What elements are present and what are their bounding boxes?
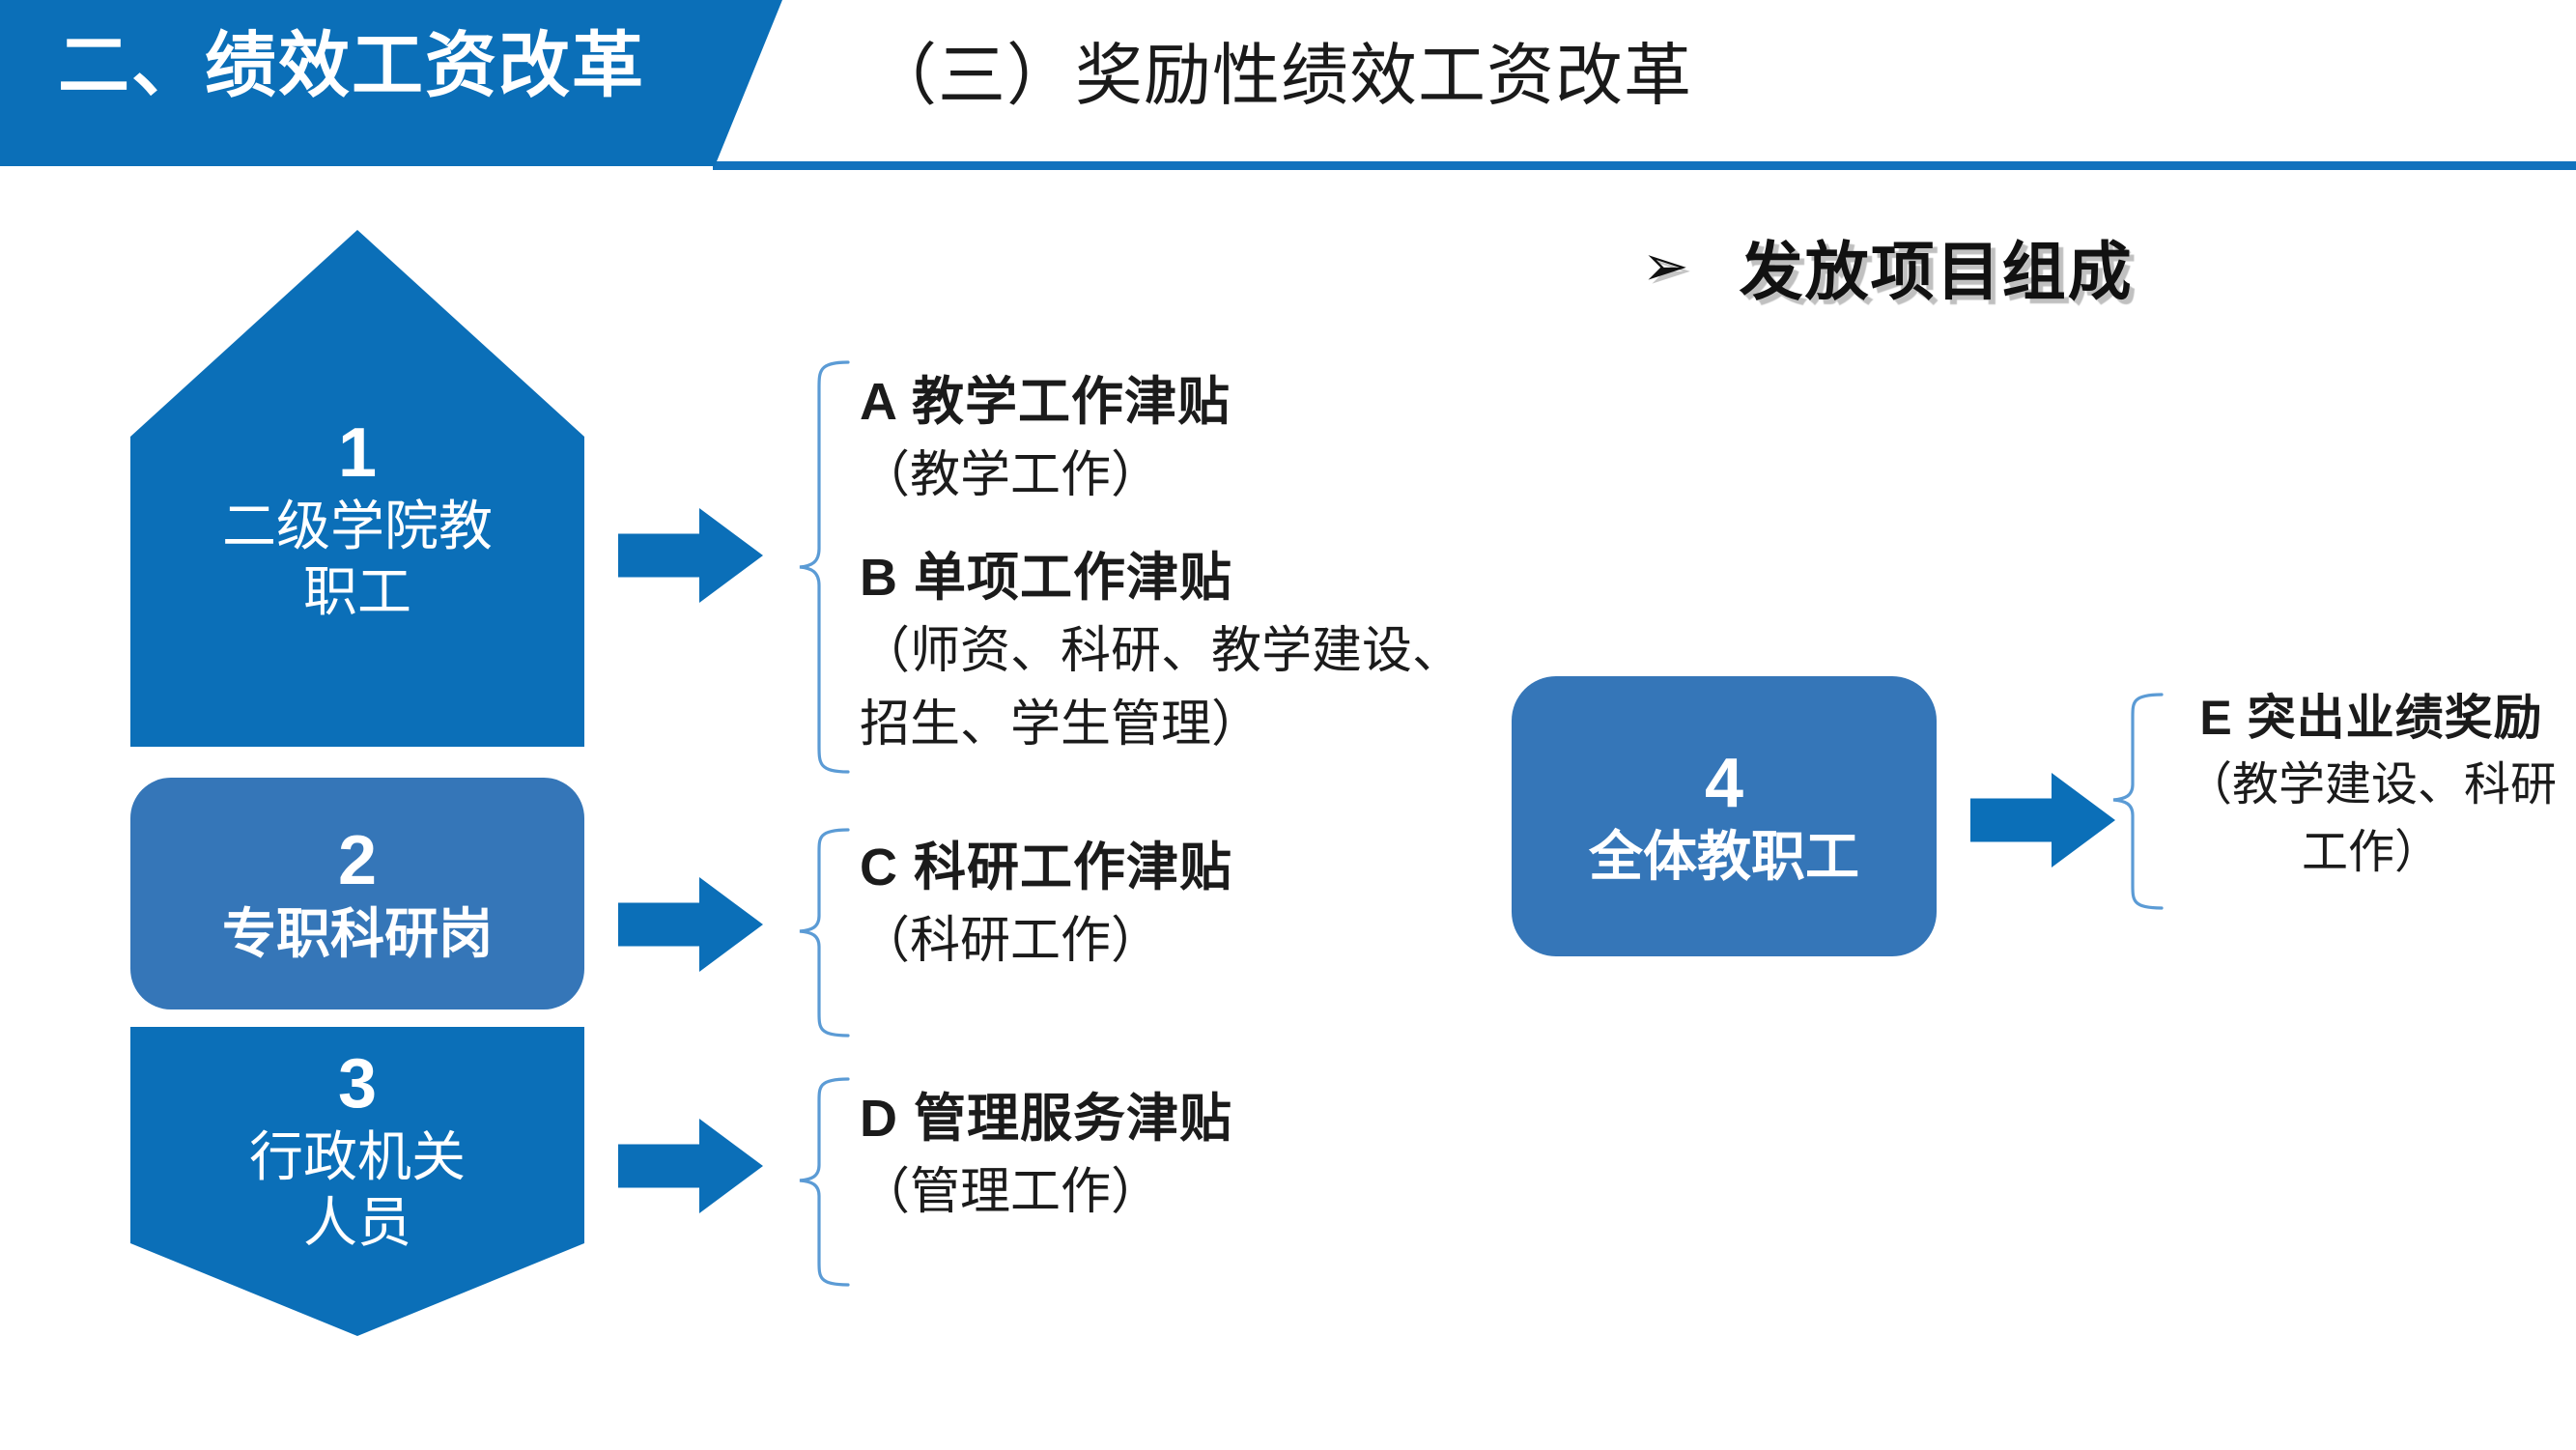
stage-shape-1[interactable]: 1 二级学院教 职工 (130, 230, 584, 747)
arrow-stage2-to-c-icon (618, 877, 763, 972)
brace-d-icon (798, 1076, 850, 1289)
item-group-c: C 科研工作津贴 （科研工作） (860, 831, 1458, 978)
stage-label-4: 全体教职工 (1589, 826, 1859, 887)
item-sub-b: （师资、科研、教学建设、招生、学生管理） (860, 623, 1463, 753)
item-group-d: D 管理服务津贴 （管理工作） (860, 1082, 1458, 1229)
stage-number-1: 1 (337, 413, 378, 492)
item-title-e: E 突出业绩奖励 (2199, 691, 2543, 745)
item-sub-c: （科研工作） (860, 913, 1162, 969)
brace-c-icon (798, 827, 850, 1039)
brace-e-icon (2111, 692, 2164, 912)
stage-shape-3[interactable]: 3 行政机关 人员 (130, 1027, 584, 1336)
stage-shape-4[interactable]: 4 全体教职工 (1512, 676, 1937, 956)
item-sub-d: （管理工作） (860, 1164, 1162, 1220)
item-sub-e: （教学建设、科研工作） (2185, 759, 2557, 878)
item-group-e: E 突出业绩奖励 （教学建设、科研工作） (2168, 684, 2574, 887)
item-title-a: A 教学工作津贴 (860, 373, 1231, 431)
header-banner (0, 0, 782, 166)
item-title-d: D 管理服务津贴 (860, 1090, 1232, 1148)
item-group-a: A 教学工作津贴 （教学工作） (860, 365, 1478, 512)
section-heading-label: 发放项目组成 (1739, 236, 2134, 307)
item-title-b: B 单项工作津贴 (860, 549, 1232, 607)
page-title: 二、绩效工资改革 (58, 25, 645, 105)
arrow-stage3-to-d-icon (618, 1119, 763, 1213)
stage-label-3: 行政机关 人员 (249, 1126, 466, 1253)
arrow-stage1-to-ab-icon (618, 508, 763, 603)
item-sub-a: （教学工作） (860, 447, 1162, 503)
stage-number-3: 3 (337, 1045, 378, 1123)
arrow-stage4-to-e-icon (1970, 773, 2115, 867)
stage-shape-2[interactable]: 2 专职科研岗 (130, 778, 584, 1009)
section-heading: ➢ 发放项目组成 (1642, 220, 2134, 313)
item-title-c: C 科研工作津贴 (860, 839, 1232, 896)
page-subtitle: （三）奖励性绩效工资改革 (869, 38, 1692, 113)
item-group-b: B 单项工作津贴 （师资、科研、教学建设、招生、学生管理） (860, 541, 1478, 761)
stage-number-2: 2 (337, 822, 378, 899)
stage-label-1: 二级学院教 职工 (222, 495, 493, 622)
arrow-bullet-icon: ➢ (1642, 235, 1689, 298)
stage-number-4: 4 (1704, 745, 1744, 822)
header-underline-rule (713, 161, 2576, 170)
brace-ab-icon (798, 359, 850, 775)
stage-label-2: 专职科研岗 (222, 903, 493, 964)
